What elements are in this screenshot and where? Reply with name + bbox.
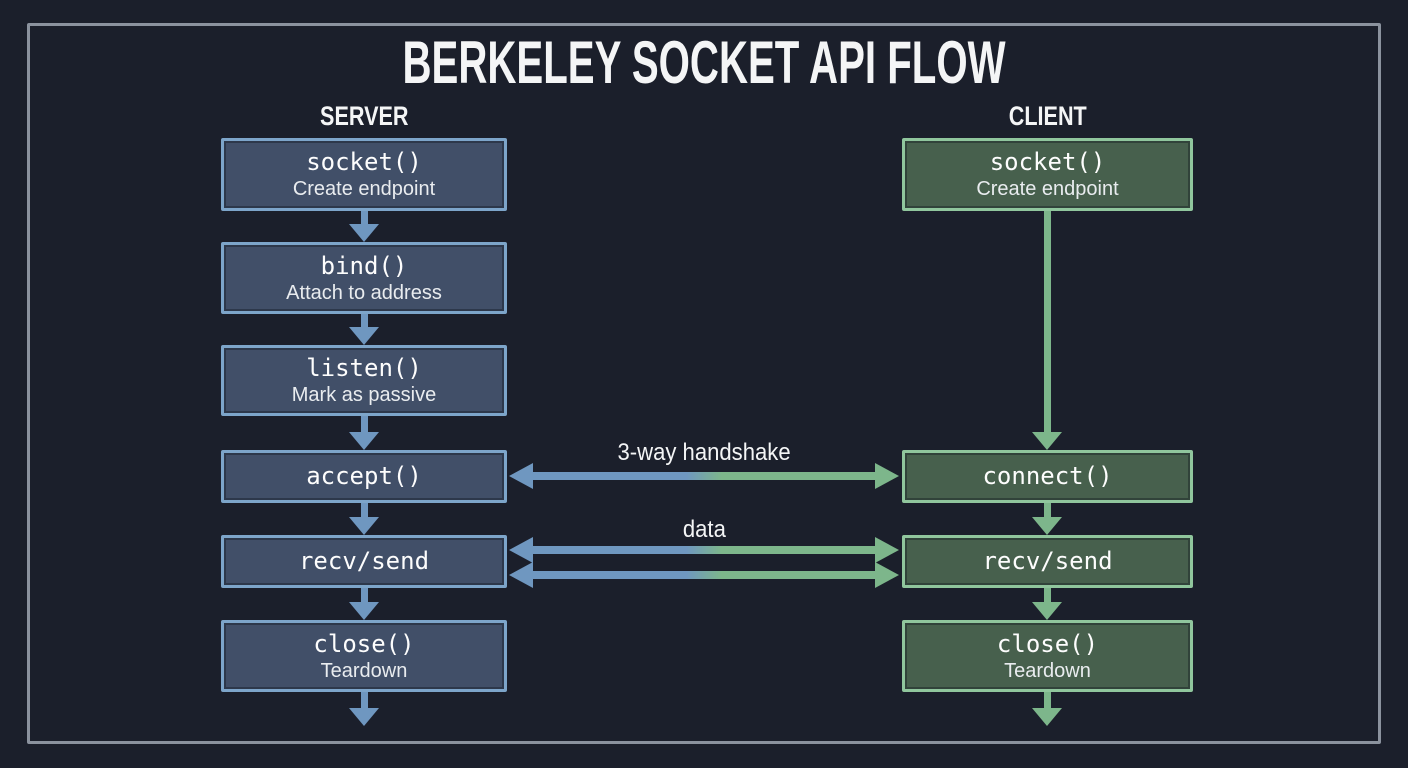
server-node-accept: accept() [221, 450, 507, 503]
arrow-head-icon [349, 602, 379, 620]
client-node-close: close() Teardown [902, 620, 1193, 692]
node-description: Mark as passive [291, 384, 437, 406]
arrow-head-icon [1032, 517, 1062, 535]
down-arrow-icon [1032, 211, 1062, 450]
server-node-close: close() Teardown [221, 620, 507, 692]
node-function-label: close() [996, 629, 1099, 658]
arrow-stem [1043, 692, 1051, 708]
diagram-title: BERKELEY SOCKET API FLOW [0, 30, 1408, 96]
down-arrow-icon [349, 588, 379, 620]
node-function-label: socket() [989, 148, 1106, 176]
data-label-text: data [682, 516, 726, 543]
node-description: Teardown [320, 659, 408, 682]
down-arrow-icon [349, 692, 379, 726]
node-description: Teardown [1004, 659, 1091, 682]
arrow-head-icon [349, 517, 379, 535]
client-heading-text: CLIENT [1008, 101, 1087, 131]
client-node-socket: socket() Create endpoint [902, 138, 1193, 211]
handshake-bidirectional-arrow [509, 463, 899, 489]
node-function-label: socket() [306, 148, 422, 176]
arrow-stem [360, 211, 368, 224]
arrow-stem [1043, 588, 1051, 602]
arrow-stem [1043, 503, 1051, 517]
data-connection-label: data [509, 517, 899, 543]
server-node-listen: listen() Mark as passive [221, 345, 507, 416]
diagram-title-text: BERKELEY SOCKET API FLOW [402, 29, 1006, 96]
arrow-stem [360, 314, 368, 327]
arrow-stem [360, 503, 368, 517]
arrow-bar [526, 571, 882, 579]
arrow-stem [1043, 211, 1051, 432]
node-function-label: recv/send [298, 547, 430, 575]
arrow-head-icon [1032, 432, 1062, 450]
data-bidirectional-arrow [509, 537, 899, 563]
arrow-stem [360, 588, 368, 602]
node-function-label: connect() [982, 462, 1113, 490]
down-arrow-icon [349, 503, 379, 535]
client-column-heading: CLIENT [902, 101, 1193, 131]
handshake-connection-label: 3-way handshake [509, 440, 899, 466]
node-description: Attach to address [286, 281, 442, 304]
down-arrow-icon [1032, 588, 1062, 620]
server-node-recv-send: recv/send [221, 535, 507, 588]
down-arrow-icon [1032, 692, 1062, 726]
arrow-head-icon [1032, 602, 1062, 620]
node-function-label: listen() [306, 354, 422, 382]
node-function-label: accept() [306, 462, 422, 490]
arrow-head-icon [1032, 708, 1062, 726]
down-arrow-icon [349, 314, 379, 345]
server-node-bind: bind() Attach to address [221, 242, 507, 314]
arrow-right-head-icon [875, 537, 899, 563]
handshake-label-text: 3-way handshake [617, 439, 791, 466]
arrow-stem [360, 692, 368, 708]
client-node-connect: connect() [902, 450, 1193, 503]
arrow-head-icon [349, 708, 379, 726]
arrow-bar [526, 472, 882, 480]
down-arrow-icon [349, 211, 379, 242]
client-node-recv-send: recv/send [902, 535, 1193, 588]
arrow-head-icon [349, 327, 379, 345]
down-arrow-icon [1032, 503, 1062, 535]
node-function-label: close() [313, 629, 415, 658]
arrow-right-head-icon [875, 463, 899, 489]
node-description: Create endpoint [976, 178, 1119, 200]
node-function-label: recv/send [982, 547, 1113, 575]
server-column-heading: SERVER [221, 101, 507, 131]
down-arrow-icon [349, 416, 379, 450]
arrow-head-icon [349, 224, 379, 242]
server-node-socket: socket() Create endpoint [221, 138, 507, 211]
node-description: Create endpoint [292, 178, 436, 200]
arrow-head-icon [349, 432, 379, 450]
data-bidirectional-arrow [509, 562, 899, 588]
server-heading-text: SERVER [319, 101, 409, 131]
arrow-bar [526, 546, 882, 554]
arrow-right-head-icon [875, 562, 899, 588]
outer-frame [27, 23, 1381, 744]
node-function-label: bind() [320, 251, 408, 280]
arrow-stem [360, 416, 368, 432]
